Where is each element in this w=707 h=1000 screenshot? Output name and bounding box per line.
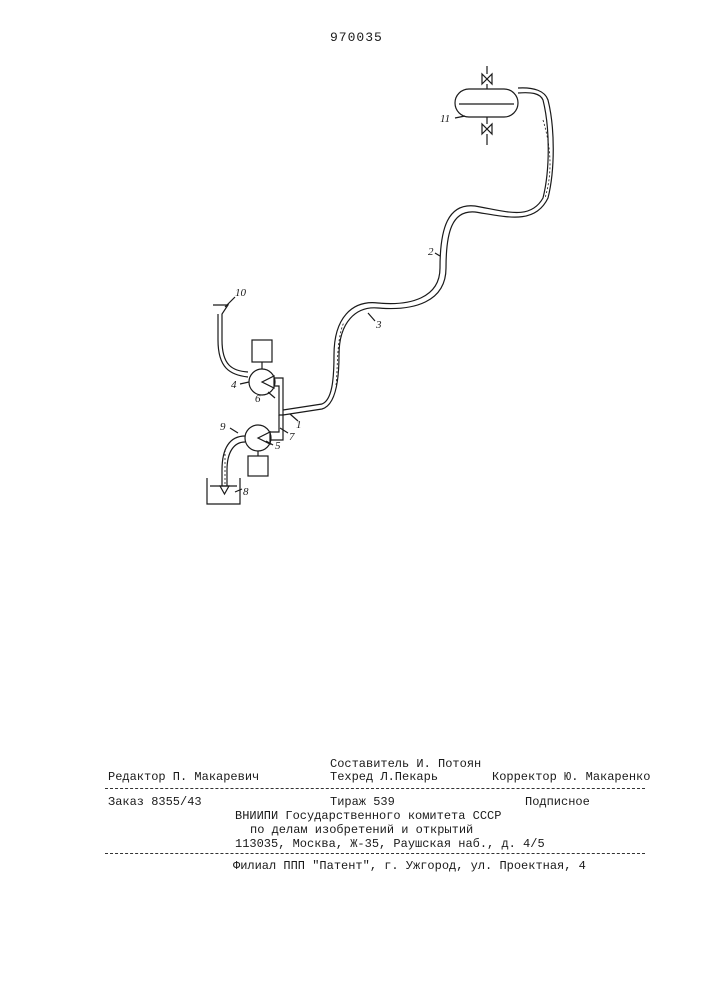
divider xyxy=(105,853,645,854)
divider xyxy=(105,788,645,789)
techred: Техред Л.Пекарь xyxy=(330,770,438,784)
branch: Филиал ППП "Патент", г. Ужгород, ул. Про… xyxy=(233,859,586,873)
corrector: Корректор Ю. Макаренко xyxy=(492,770,650,784)
label-6: 6 xyxy=(255,393,261,405)
label-9: 9 xyxy=(220,421,226,433)
subscription: Подписное xyxy=(525,795,590,809)
order: Заказ 8355/43 xyxy=(108,795,202,809)
pipeline xyxy=(283,93,548,410)
funnel xyxy=(213,305,228,340)
label-8: 8 xyxy=(243,486,249,498)
label-3: 3 xyxy=(375,319,382,331)
pipeline-inner xyxy=(283,88,553,415)
label-4: 4 xyxy=(231,379,237,391)
label-7: 7 xyxy=(289,431,295,443)
org-line-3: 113035, Москва, Ж-35, Раушская наб., д. … xyxy=(235,837,545,851)
tank xyxy=(455,89,518,117)
org-line-1: ВНИИПИ Государственного комитета СССР xyxy=(235,809,501,823)
editor: Редактор П. Макаревич xyxy=(108,770,259,784)
label-5: 5 xyxy=(275,440,281,452)
compiler: Составитель И. Потоян xyxy=(330,757,481,771)
label-2: 2 xyxy=(428,246,434,258)
label-1: 1 xyxy=(296,419,302,431)
circulation: Тираж 539 xyxy=(330,795,395,809)
label-11: 11 xyxy=(440,113,450,125)
label-10: 10 xyxy=(235,287,247,299)
org-line-2: по делам изобретений и открытий xyxy=(250,823,473,837)
